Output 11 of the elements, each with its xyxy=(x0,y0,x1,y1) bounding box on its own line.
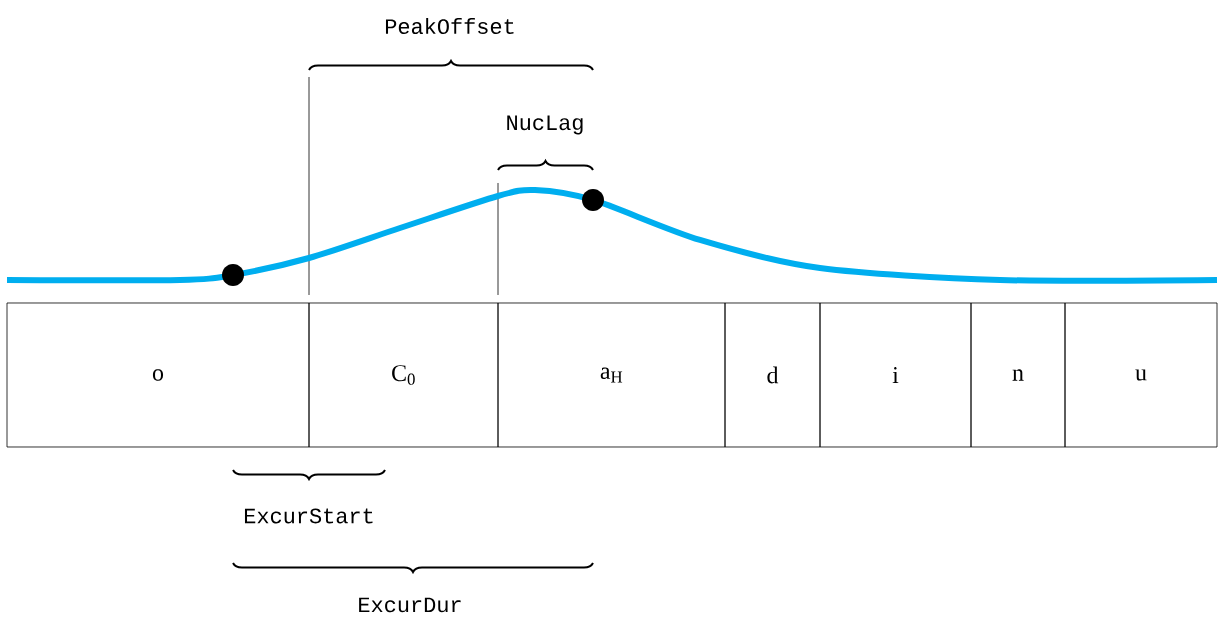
table-cell: a$_{H}$ xyxy=(497,302,726,448)
brace-label: NucLag xyxy=(507,115,583,135)
table-cell: o xyxy=(6,302,310,448)
brace-label: ExcurDur xyxy=(359,597,461,613)
table-cell: i xyxy=(819,302,972,448)
table-cell: u xyxy=(1064,302,1218,448)
table-cell: d xyxy=(724,302,821,448)
brace-label: PeakOffset xyxy=(386,17,514,35)
brace-label: ExcurStart xyxy=(245,508,373,524)
table-cell: C$_{0}$ xyxy=(308,302,499,448)
table-cell: n xyxy=(970,302,1066,448)
